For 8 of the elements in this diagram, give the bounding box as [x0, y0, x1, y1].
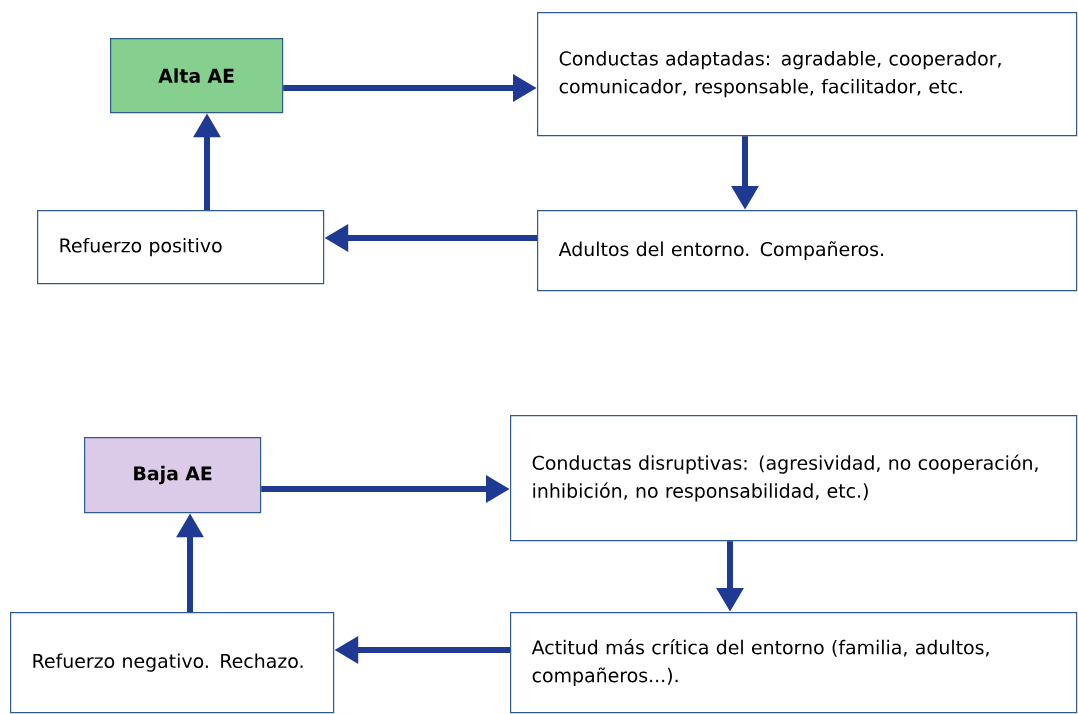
process-box: Conductas disruptivas: (agresividad, no cooperación, inhibición, no responsabilidad, etc.) [510, 415, 1078, 542]
process-box: Refuerzo positivo [37, 210, 325, 285]
process-box: Adultos del entorno. Compañeros. [537, 210, 1078, 292]
state-box: Alta AE [110, 38, 284, 114]
process-box: Actitud más crítica del entorno (familia, adultos, compañeros...). [510, 612, 1078, 714]
process-box: Conductas adaptadas: agradable, cooperador, comunicador, responsable, facilitador, etc. [537, 12, 1078, 137]
process-box: Refuerzo negativo. Rechazo. [10, 612, 335, 714]
state-box: Baja AE [84, 437, 262, 514]
